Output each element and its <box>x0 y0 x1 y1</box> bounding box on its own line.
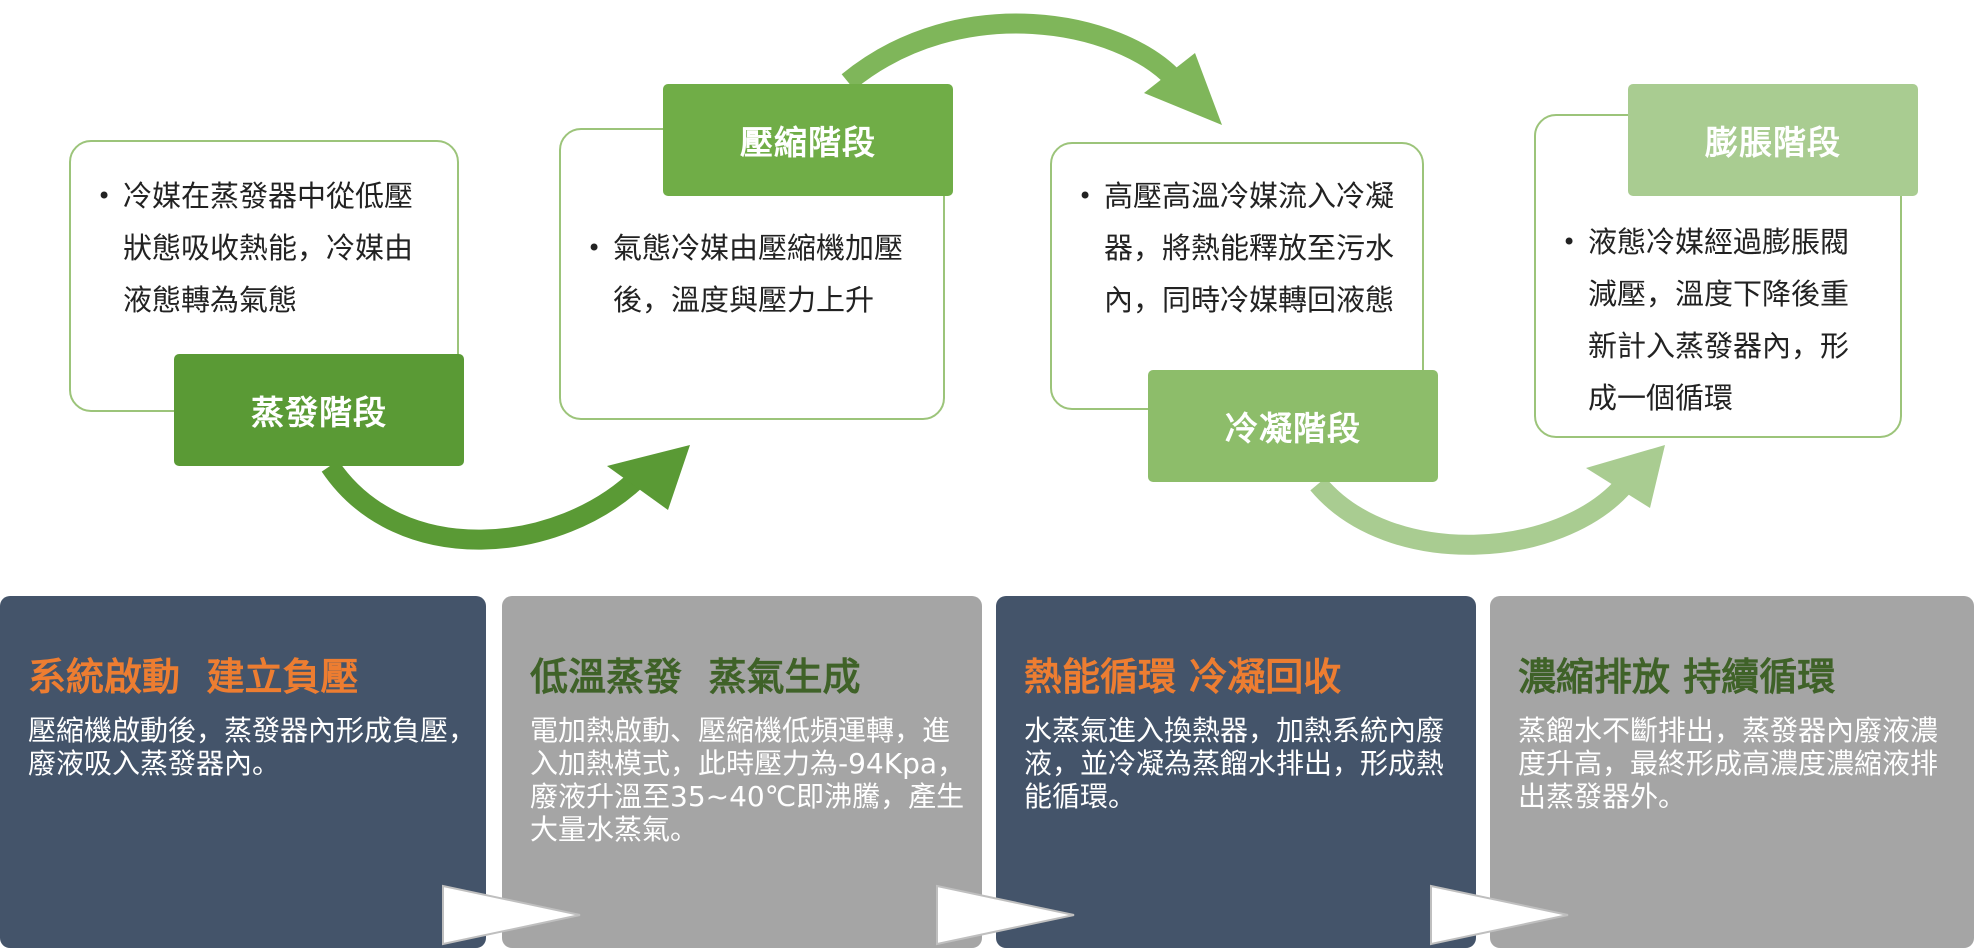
stage-bullet-evaporation: 冷媒在蒸發器中從低壓狀態吸收熱能，冷媒由液態轉為氣態 <box>97 170 457 326</box>
stage-label-compression: 壓縮階段 <box>663 84 953 196</box>
panel-description: 蒸餾水不斷排出，蒸發器內廢液濃度升高，最終形成高濃度濃縮液排出蒸發器外。 <box>1518 714 1939 813</box>
panel-system-start: 系統啟動 建立負壓 壓縮機啟動後，蒸發器內形成負壓，廢液吸入蒸發器內。 <box>0 596 486 948</box>
panel-description: 壓縮機啟動後，蒸發器內形成負壓，廢液吸入蒸發器內。 <box>28 714 477 780</box>
stage-label-expansion: 膨脹階段 <box>1628 84 1918 196</box>
stage-box-condensation: 高壓高溫冷媒流入冷凝器，將熱能釋放至污水內，同時冷媒轉回液態 <box>1050 142 1424 410</box>
arrow-head-1 <box>607 445 690 510</box>
stage-bullet-compression: 氣態冷媒由壓縮機加壓後，溫度與壓力上升 <box>587 222 943 326</box>
panel-low-temp-evaporation: 低溫蒸發 蒸氣生成 電加熱啟動、壓縮機低頻運轉，進入加熱模式，此時壓力為-94K… <box>502 596 982 948</box>
arrow-compression-to-condensation <box>841 13 1183 90</box>
stage-bullet-condensation: 高壓高溫冷媒流入冷凝器，將熱能釋放至污水內，同時冷媒轉回液態 <box>1078 170 1422 326</box>
panel-title: 熱能循環 冷凝回收 <box>1024 655 1342 699</box>
stage-label-condensation: 冷凝階段 <box>1148 370 1438 482</box>
panel-heat-cycle: 熱能循環 冷凝回收 水蒸氣進入換熱器，加熱系統內廢液，並冷凝為蒸餾水排出，形成熱… <box>996 596 1476 948</box>
panel-title: 系統啟動 建立負壓 <box>28 655 359 699</box>
stage-bullet-expansion: 液態冷媒經過膨脹閥減壓，溫度下降後重新計入蒸發器內，形成一個循環 <box>1562 216 1900 424</box>
panel-description: 電加熱啟動、壓縮機低頻運轉，進入加熱模式，此時壓力為-94Kpa，廢液升溫至35… <box>530 714 966 846</box>
arrow-evaporation-to-compression <box>321 460 648 550</box>
panel-concentrate-discharge: 濃縮排放 持續循環 蒸餾水不斷排出，蒸發器內廢液濃度升高，最終形成高濃度濃縮液排… <box>1490 596 1974 948</box>
panel-title: 低溫蒸發 蒸氣生成 <box>530 655 861 699</box>
stage-label-evaporation: 蒸發階段 <box>174 354 464 466</box>
panel-title: 濃縮排放 持續循環 <box>1518 655 1836 699</box>
panel-description: 水蒸氣進入換熱器，加熱系統內廢液，並冷凝為蒸餾水排出，形成熱能循環。 <box>1024 714 1445 813</box>
arrow-condensation-to-expansion <box>1310 477 1633 555</box>
arrow-head-2 <box>1144 53 1222 125</box>
arrow-head-3 <box>1586 445 1665 508</box>
